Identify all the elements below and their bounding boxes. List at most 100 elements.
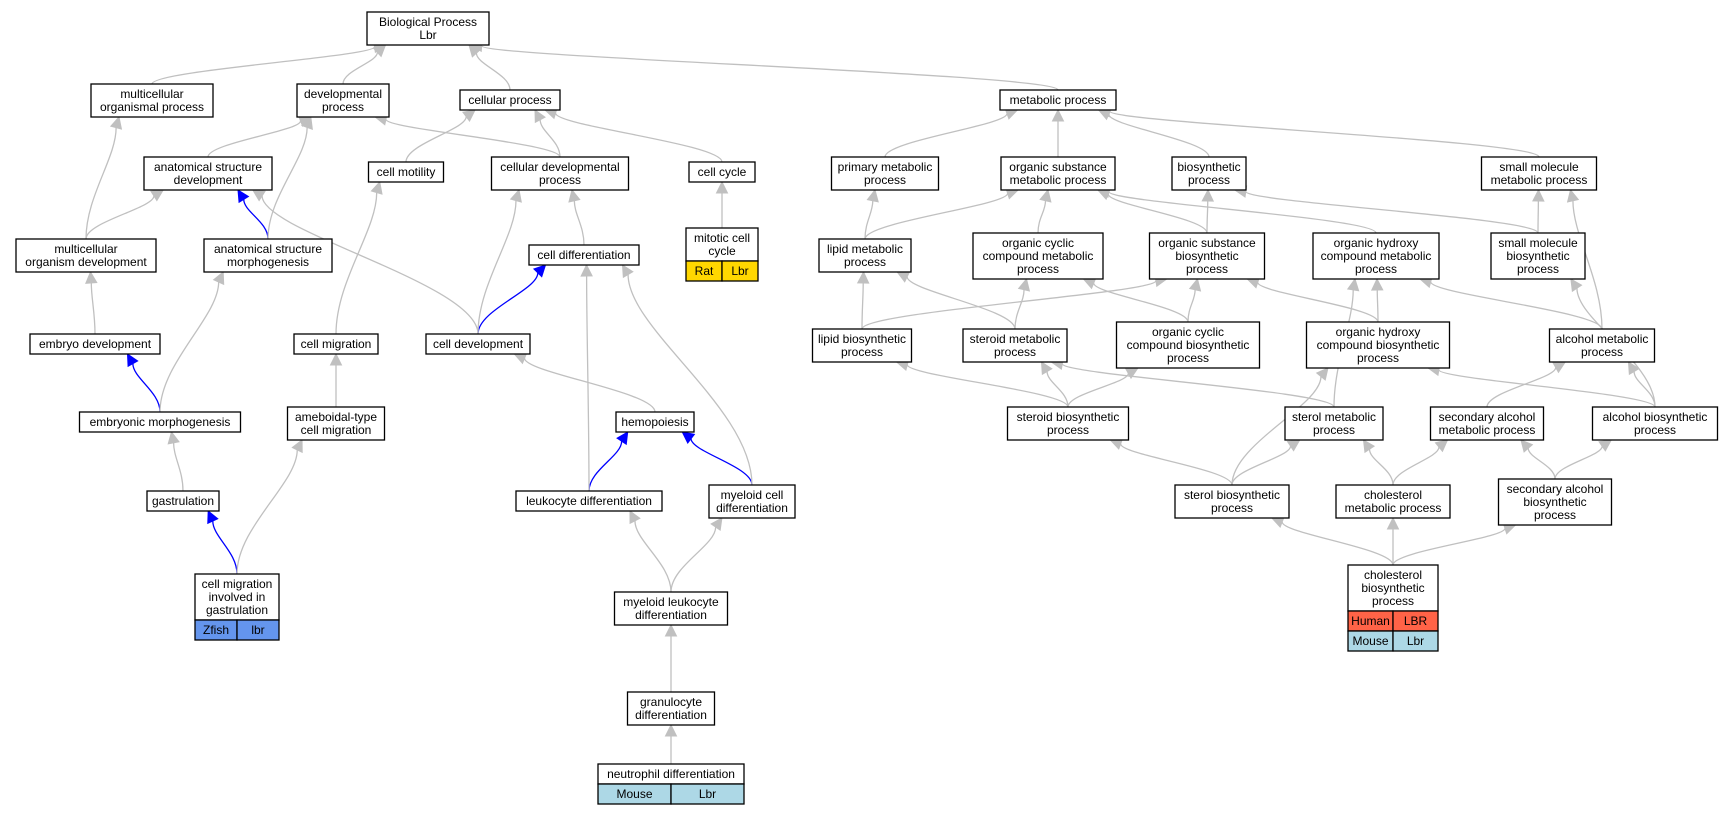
node-box bbox=[1148, 232, 1266, 280]
node-label-line: myeloid leukocyte bbox=[623, 595, 719, 609]
arrowhead-icon bbox=[207, 509, 219, 525]
node-label-line: process bbox=[994, 345, 1036, 359]
node-ed: embryo development bbox=[29, 333, 161, 355]
arrowhead-icon bbox=[1286, 439, 1301, 452]
arrowhead-icon bbox=[462, 109, 476, 122]
arrowhead-icon bbox=[1370, 277, 1384, 291]
arrowhead-icon bbox=[1598, 439, 1613, 452]
arrowhead-icon bbox=[329, 352, 343, 366]
node-box bbox=[708, 484, 796, 519]
arrowhead-icon bbox=[856, 270, 870, 284]
node-label-line: primary metabolic bbox=[838, 160, 933, 174]
node-box bbox=[1335, 484, 1451, 519]
annotation-gene: Lbr bbox=[731, 264, 748, 278]
node-label-line: compound biosynthetic bbox=[1317, 338, 1440, 352]
node-label-line: involved in bbox=[209, 590, 266, 604]
arrowhead-icon bbox=[372, 44, 387, 58]
node-label-line: biosynthetic bbox=[1506, 249, 1569, 263]
edge-ohcmp-to-osmp bbox=[1096, 185, 1377, 234]
edge-ld-to-cdiff bbox=[580, 263, 593, 492]
arrowhead-icon bbox=[896, 271, 911, 283]
node-label-line: anatomical structure bbox=[214, 242, 322, 256]
edge-occbp-to-occmp bbox=[1082, 277, 1189, 323]
node-box bbox=[688, 161, 756, 183]
node-label-line: organic cyclic bbox=[1152, 325, 1224, 339]
arrowhead-icon bbox=[681, 431, 696, 444]
node-label-line: sterol biosynthetic bbox=[1184, 488, 1280, 502]
edge-hemo-to-cdev bbox=[513, 352, 656, 413]
arrowhead-icon bbox=[1039, 188, 1052, 203]
node-label-line: compound metabolic bbox=[983, 249, 1094, 263]
node-label-line: cycle bbox=[708, 244, 736, 258]
node-label-line: cellular developmental bbox=[500, 160, 619, 174]
node-label-line: cell migration bbox=[202, 577, 273, 591]
edge-lbp-to-osbp bbox=[861, 274, 1168, 330]
node-label-line: sterol metabolic bbox=[1292, 410, 1376, 424]
edge-cdp-to-cp bbox=[534, 109, 561, 158]
arrowhead-icon bbox=[1532, 188, 1545, 202]
arrowhead-icon bbox=[167, 430, 180, 445]
node-label-line: multicellular bbox=[120, 87, 183, 101]
node-label-line: embryo development bbox=[39, 337, 152, 351]
edge-ed-to-mod bbox=[85, 270, 98, 335]
node-box bbox=[1347, 564, 1439, 612]
node-box bbox=[1115, 321, 1261, 369]
node-label-line: process bbox=[322, 100, 364, 114]
node-label-line: process bbox=[1534, 508, 1576, 522]
node-label-line: ameboidal-type bbox=[295, 410, 377, 424]
node-label-line: organic hydroxy bbox=[1334, 236, 1419, 250]
node-box bbox=[1312, 232, 1440, 280]
node-box bbox=[29, 333, 161, 355]
edge-acm-to-cmig bbox=[329, 352, 343, 407]
edge-cp-to-bp bbox=[468, 44, 511, 91]
node-label-line: biosynthetic bbox=[1523, 495, 1586, 509]
node-box bbox=[143, 156, 273, 191]
edge-lbp-to-lmp bbox=[856, 270, 870, 330]
node-label-line: Lbr bbox=[419, 28, 436, 42]
edge-mycd-to-hemo bbox=[681, 431, 753, 486]
edge-osmp-to-metp bbox=[1051, 108, 1065, 157]
edge-asm-to-dp bbox=[267, 115, 313, 240]
edge-smbp-to-bsp bbox=[1233, 185, 1539, 234]
node-label-line: anatomical structure bbox=[154, 160, 262, 174]
node-ld: leukocyte differentiation bbox=[515, 490, 663, 512]
node-label-line: cell development bbox=[433, 337, 524, 351]
edge-ohcbp-to-ohcmp bbox=[1370, 277, 1384, 323]
node-label-line: compound metabolic bbox=[1321, 249, 1432, 263]
node-box bbox=[1490, 232, 1586, 280]
edge-sabp-to-albp bbox=[1554, 439, 1613, 480]
node-label-line: cell motility bbox=[377, 165, 436, 179]
annotation-gene: Lbr bbox=[699, 787, 716, 801]
edge-osbp-to-osmp bbox=[1096, 188, 1208, 234]
node-label-line: leukocyte differentiation bbox=[526, 494, 652, 508]
edge-occmp-to-osmp bbox=[1037, 188, 1052, 234]
edge-mop-to-bp bbox=[151, 40, 387, 85]
node-box bbox=[1000, 156, 1116, 191]
node-label-line: cell migration bbox=[301, 423, 372, 437]
node-box bbox=[90, 83, 214, 118]
node-cdev: cell development bbox=[425, 333, 531, 355]
node-label-line: process bbox=[1634, 423, 1676, 437]
arrowhead-icon bbox=[1434, 439, 1449, 453]
node-label-line: process bbox=[1313, 423, 1355, 437]
node-label-line: granulocyte bbox=[640, 695, 702, 709]
node-box bbox=[962, 328, 1068, 363]
annotation-cell bbox=[1392, 630, 1439, 652]
node-box bbox=[425, 333, 531, 355]
node-box bbox=[367, 161, 445, 183]
annotation-gene: LBR bbox=[1404, 614, 1428, 628]
node-label-line: process bbox=[1047, 423, 1089, 437]
edge-dp-to-bp bbox=[342, 44, 387, 85]
node-box bbox=[613, 591, 729, 626]
arrowhead-icon bbox=[1520, 439, 1534, 453]
node-label-line: steroid metabolic bbox=[970, 332, 1061, 346]
